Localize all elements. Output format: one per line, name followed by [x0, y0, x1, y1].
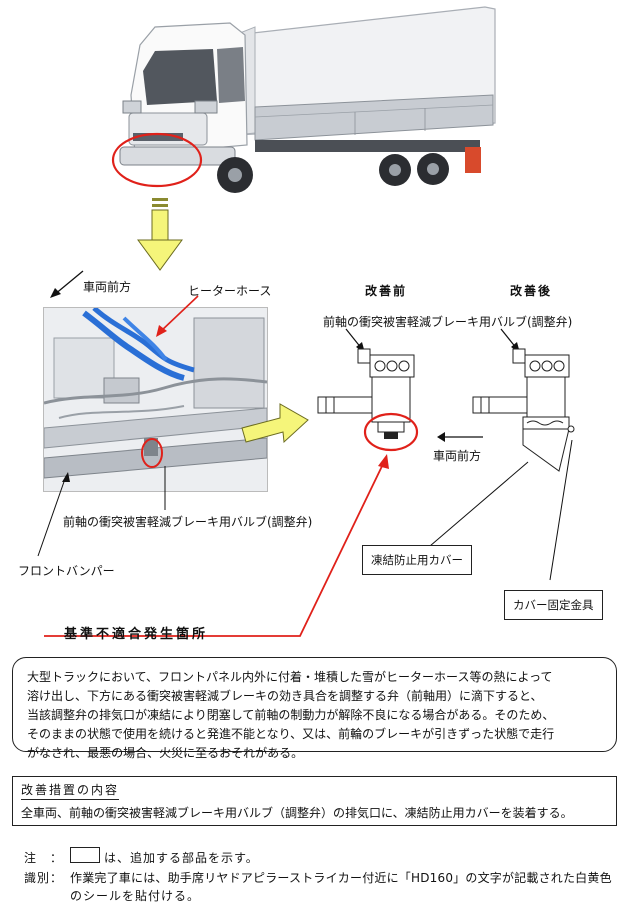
description-line: がなされ、最悪の場合、火災に至るおそれがある。 — [27, 746, 304, 760]
down-arrow — [137, 198, 183, 271]
note-text: は、追加する部品を示す。 — [104, 851, 259, 865]
description-line: 溶け出し、下方にある衝突被害軽減ブレーキの効き具合を調整する弁（前軸用）に滴下す… — [27, 689, 543, 703]
identification-label: 識別： — [24, 871, 64, 885]
front-direction-arrow — [50, 270, 84, 298]
noncompliance-leader — [44, 454, 389, 637]
valve-photo-pointer — [164, 466, 166, 510]
cover-bracket-label: カバー固定金具 — [504, 590, 603, 620]
front-bumper-pointer — [37, 472, 70, 557]
after-title: 改善後 — [510, 284, 553, 298]
valve-top-label: 前軸の衝突被害軽減ブレーキ用バルブ(調整弁) — [323, 315, 573, 329]
note-label: 注 ： — [24, 851, 64, 865]
added-part-legend-box — [70, 847, 100, 863]
front-bumper-label: フロントバンパー — [18, 564, 115, 578]
before-title: 改善前 — [365, 284, 408, 298]
right-arrow — [241, 403, 309, 444]
heater-hose-pointer — [156, 295, 199, 337]
freeze-cover-label: 凍結防止用カバー — [362, 545, 472, 575]
identification-text-2: のシールを貼付ける。 — [70, 889, 201, 903]
valve-before-diagram — [317, 328, 419, 452]
label-pointers — [429, 440, 573, 581]
remedy-title: 改善措置の内容 — [21, 781, 120, 800]
bumper-highlight-ring — [111, 132, 203, 188]
truck-illustration: FU — [111, 6, 496, 193]
heater-hose-label: ヒーターホース — [188, 284, 272, 298]
description-line: そのままの状態で使用を続けると発進不能となり、又は、前輪のブレーキが引きずった状… — [27, 727, 555, 741]
description-box: 大型トラックにおいて、フロントパネル内外に付着・堆積した雪がヒーターホース等の熱… — [12, 657, 617, 760]
noncompliance-title: 基準不適合発生箇所 — [64, 627, 209, 642]
vehicle-front-label-2: 車両前方 — [433, 449, 482, 463]
valve-after-diagram — [472, 328, 575, 472]
description-line: 当該調整弁の排気口が凍結により閉塞して前軸の制動力が解除不良になる場合がある。そ… — [27, 708, 555, 722]
remedy-box: 改善措置の内容 全車両、前軸の衝突被害軽減ブレーキ用バルブ（調整弁）の排気口に、… — [12, 776, 617, 826]
identification-text-1: 作業完了車には、助手席リヤドアピラーストライカー付近に「HD160」の文字が記載… — [70, 871, 612, 885]
description-line: 大型トラックにおいて、フロントパネル内外に付着・堆積した雪がヒーターホース等の熱… — [27, 670, 553, 684]
vehicle-front-label: 車両前方 — [83, 280, 132, 294]
valve-photo-label: 前軸の衝突被害軽減ブレーキ用バルブ(調整弁) — [63, 515, 313, 529]
front-direction-arrow-2 — [437, 432, 483, 442]
engine-bay-photo — [43, 307, 268, 492]
remedy-text: 全車両、前軸の衝突被害軽減ブレーキ用バルブ（調整弁）の排気口に、凍結防止用カバー… — [21, 806, 573, 820]
